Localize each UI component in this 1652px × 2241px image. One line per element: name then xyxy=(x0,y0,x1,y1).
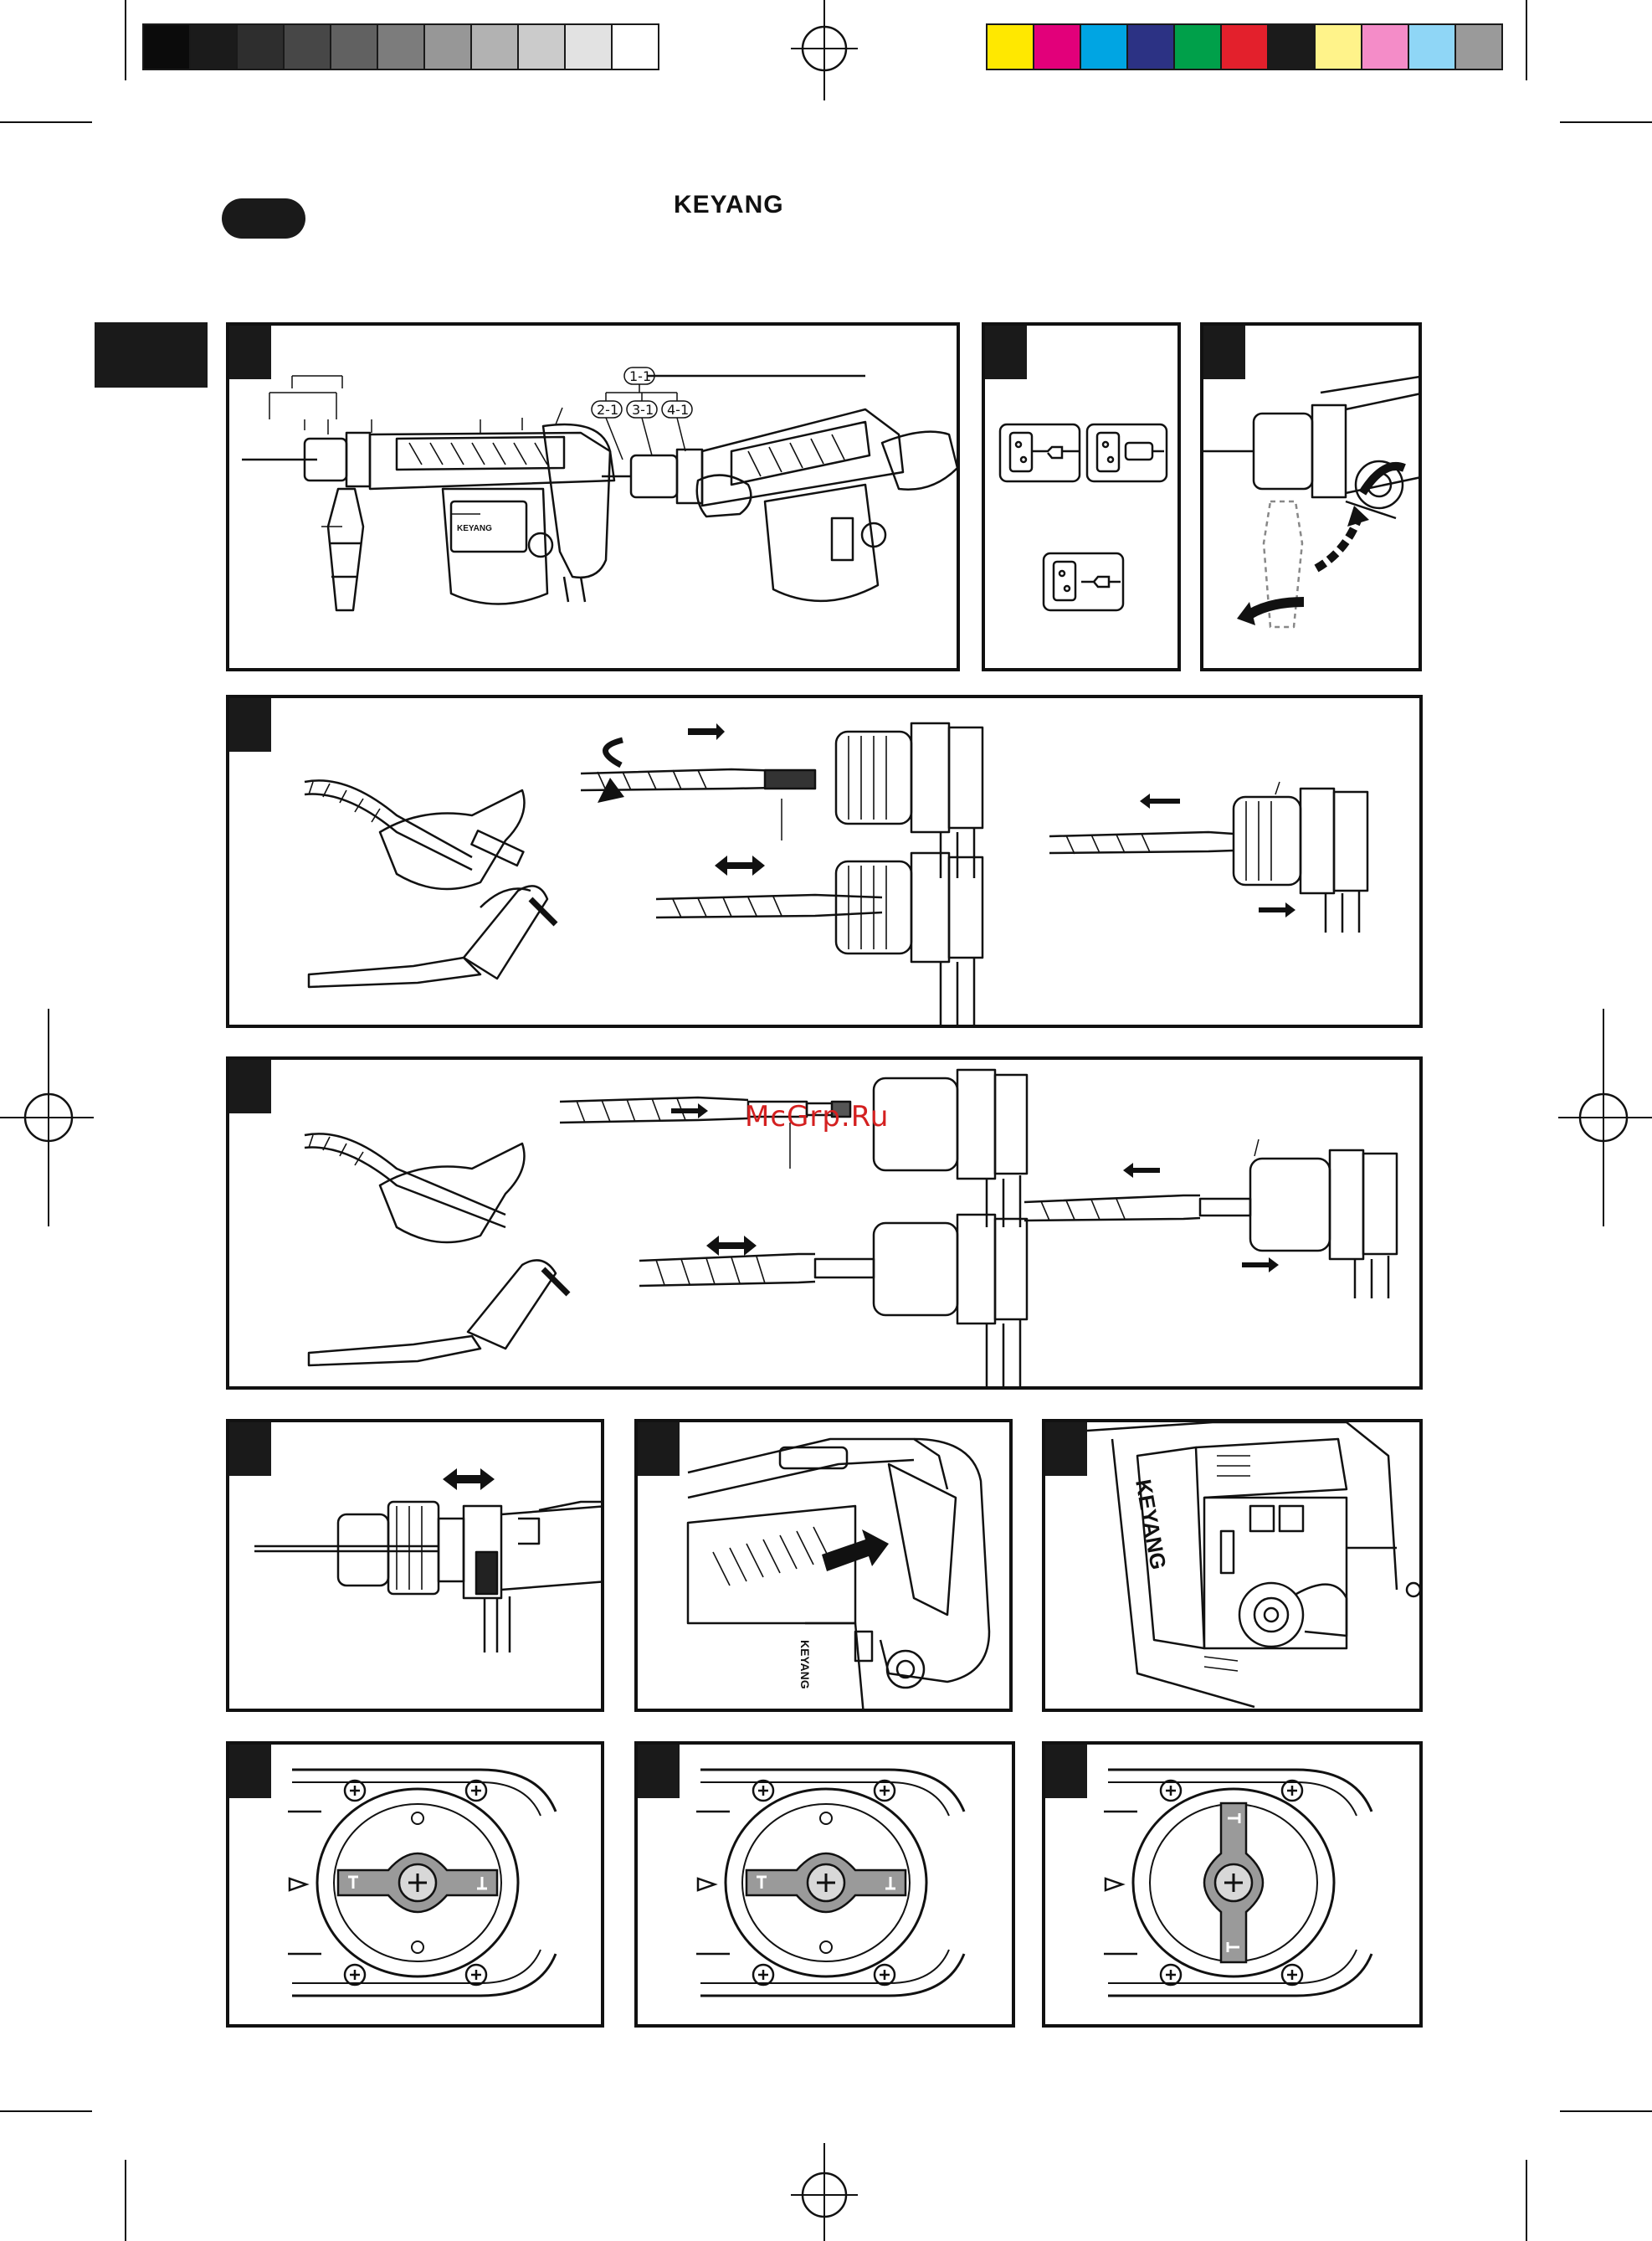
svg-text:KEYANG: KEYANG xyxy=(457,524,492,533)
figure-9-mode-selector-rotary-drilling xyxy=(226,1741,604,2028)
figure-6-drawing xyxy=(229,1422,604,1712)
svg-text:KEYANG: KEYANG xyxy=(798,1640,812,1689)
figure-8-brand-label: KEYANG xyxy=(1131,1478,1171,1571)
language-badge xyxy=(222,198,305,239)
figure-2-power-supply xyxy=(982,322,1181,671)
figure-10-drawing xyxy=(638,1745,1015,2028)
figure-1-drawing: KEYANG xyxy=(229,326,960,671)
figure-2-drawing xyxy=(985,326,1181,671)
figure-3-drawing xyxy=(1203,326,1422,671)
figure-7-trigger-switch: KEYANG xyxy=(634,1419,1013,1712)
figure-8-drawing: KEYANG xyxy=(1045,1422,1423,1712)
watermark: McGrp.Ru xyxy=(745,1100,889,1133)
figure-7-drawing: KEYANG xyxy=(638,1422,1013,1712)
callout-1-1: 1-1 xyxy=(629,368,651,384)
figure-3-side-handle xyxy=(1200,322,1422,671)
callout-2-1: 2-1 xyxy=(597,402,618,418)
figure-10-mode-selector-hammer-drilling xyxy=(634,1741,1015,2028)
figure-9-drawing xyxy=(229,1745,604,2028)
figure-6-depth-gauge xyxy=(226,1419,604,1712)
section-tab xyxy=(95,322,208,388)
brand-logo: KEYANG xyxy=(674,191,784,219)
figure-8-motor-housing: KEYANG xyxy=(1042,1419,1423,1712)
figure-4-drawing xyxy=(229,698,1423,1028)
callout-4-1: 4-1 xyxy=(667,402,689,418)
figure-11-mode-selector-chiselling xyxy=(1042,1741,1423,2028)
figure-4-sds-plus-insert xyxy=(226,695,1423,1028)
figure-1-tool-overview: KEYANG xyxy=(226,322,960,671)
callout-3-1: 3-1 xyxy=(632,402,654,418)
figure-11-drawing xyxy=(1045,1745,1423,2028)
